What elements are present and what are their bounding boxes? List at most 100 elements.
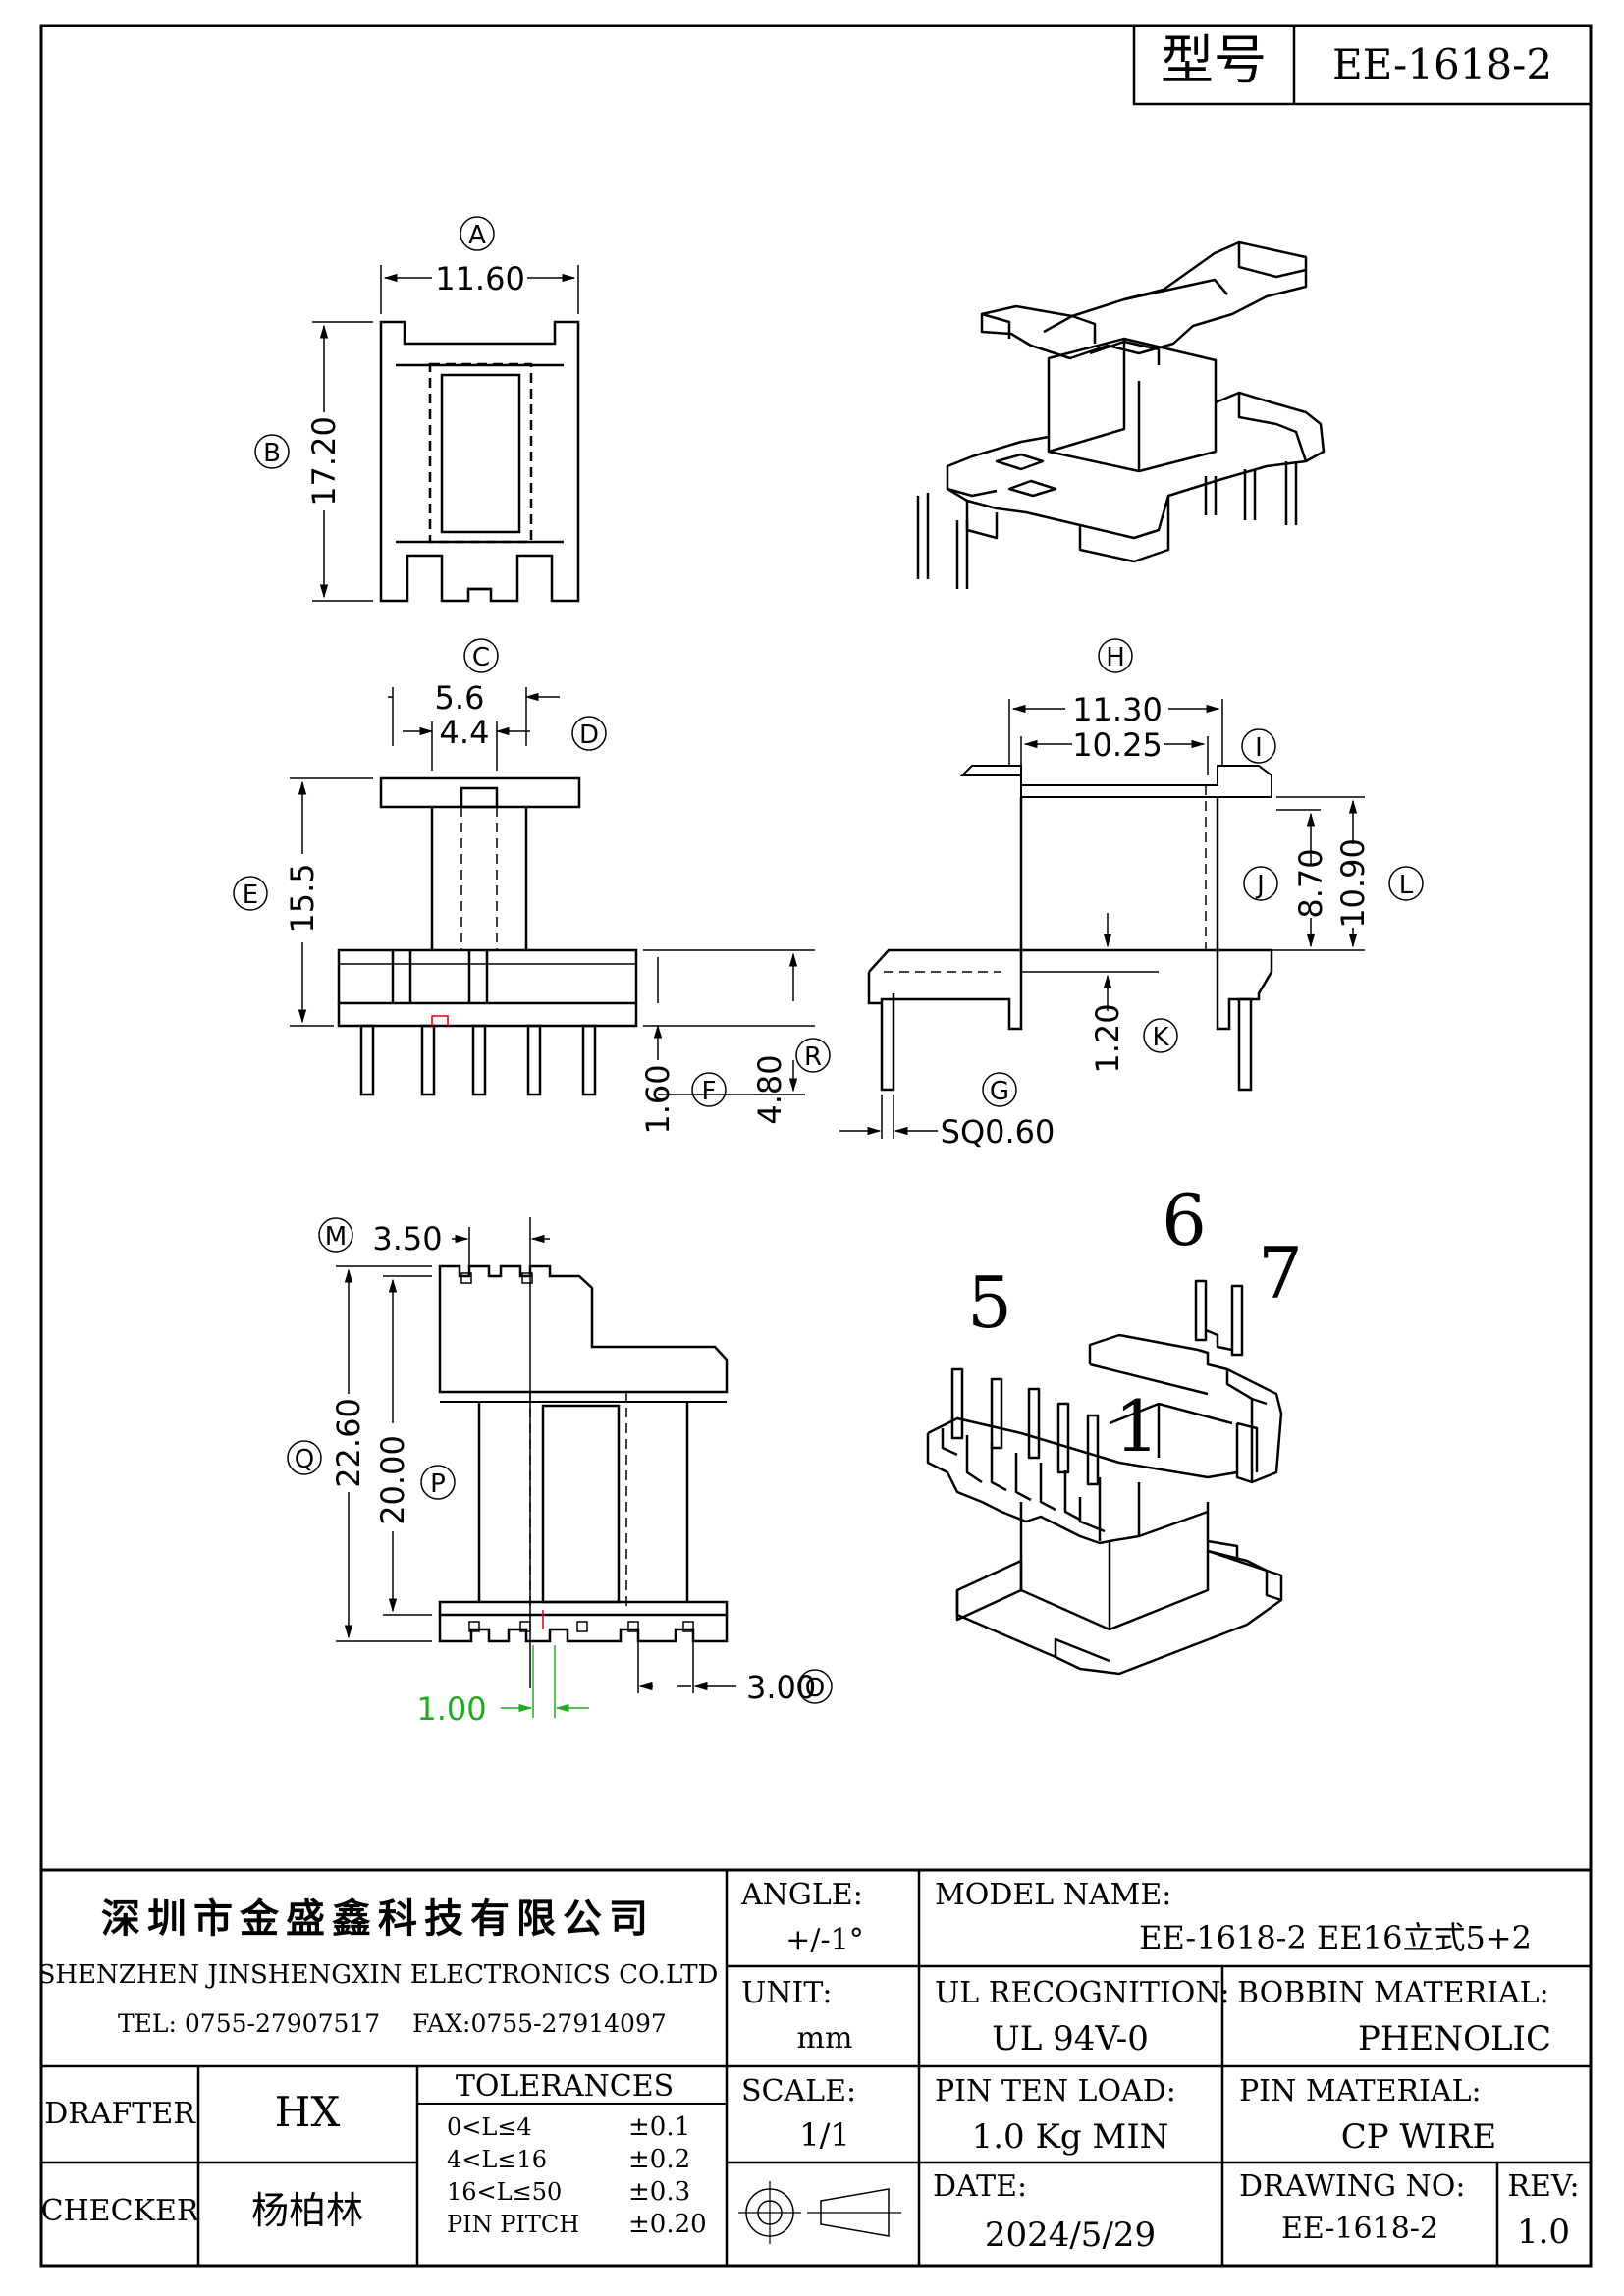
dim-B-value: 17.20 (305, 416, 343, 507)
pin-material-label: PIN MATERIAL: (1239, 2074, 1482, 2109)
callout-F: F (702, 1077, 717, 1106)
callout-R: R (804, 1042, 822, 1072)
dim-F-value: 1.60 (639, 1064, 677, 1134)
dim-C-value: 5.6 (435, 679, 485, 717)
tol-value-2: ±0.2 (628, 2145, 690, 2174)
dim-G-value: SQ0.60 (941, 1113, 1056, 1150)
front-red-mark (431, 1015, 449, 1026)
callout-C: C (472, 643, 490, 672)
iso-view-top (916, 240, 1326, 589)
callout-B: B (263, 439, 281, 468)
checker-value: 杨柏林 (251, 2189, 363, 2232)
dim-B: 17.20 B (254, 321, 373, 602)
dim-M: 3.50 M (318, 1217, 550, 1266)
dim-E: 15.5 E (233, 777, 373, 1027)
dim-J-value: 8.70 (1292, 848, 1329, 918)
dim-A: 11.60 A (380, 216, 579, 314)
pin-label-1: 1 (1114, 1385, 1160, 1468)
scale-label: SCALE: (741, 2074, 856, 2109)
dim-G: SQ0.60 G (839, 1072, 1056, 1150)
dim-Q-P: 22.60 20.00 Q P (287, 1265, 456, 1642)
tol-value-4: ±0.20 (628, 2210, 707, 2239)
callout-M: M (325, 1222, 347, 1252)
top-view (379, 320, 580, 603)
ul-label: UL RECOGNITION: (935, 1976, 1230, 2010)
dim-C-D: 5.6 4.4 C D (388, 638, 607, 771)
callout-Q: Q (295, 1445, 314, 1474)
model-title-block: 型号 EE-1618-2 (1132, 24, 1593, 106)
callout-L: L (1399, 871, 1414, 900)
title-block (41, 1868, 1591, 2266)
dim-R-value: 4.80 (751, 1054, 788, 1124)
pin-label-6: 6 (1162, 1179, 1207, 1261)
date-label: DATE: (933, 2169, 1027, 2204)
rev-value: 1.0 (1517, 2213, 1570, 2252)
dim-F-R: 1.60 F 4.80 R (639, 949, 831, 1135)
callout-E: E (243, 881, 258, 910)
drawing-no-value: EE-1618-2 (1281, 2212, 1438, 2246)
sheet-border (39, 24, 1593, 2268)
side-view (867, 765, 1273, 1092)
callout-H: H (1106, 643, 1125, 672)
pin-load-value: 1.0 Kg MIN (972, 2117, 1169, 2157)
bobbin-material-value: PHENOLIC (1358, 2019, 1551, 2058)
callout-D: D (579, 721, 599, 750)
dim-A-value: 11.60 (435, 260, 525, 297)
tol-value-3: ±0.3 (628, 2177, 690, 2207)
pin-material-value: CP WIRE (1341, 2117, 1497, 2157)
pin-label-7: 7 (1258, 1232, 1303, 1314)
dim-H-value: 11.30 (1072, 691, 1163, 728)
callout-A: A (468, 221, 486, 250)
drafter-label: DRAFTER (44, 2097, 196, 2131)
iso-view-bottom (926, 1279, 1283, 1676)
ul-value: UL 94V-0 (992, 2019, 1149, 2058)
drawing-no-label: DRAWING NO: (1239, 2169, 1465, 2204)
unit-value: mm (797, 2021, 853, 2056)
dim-N: 1.00 (416, 1645, 589, 1728)
dim-K-value: 1.20 (1089, 1003, 1126, 1073)
dim-L-value: 10.90 (1334, 838, 1372, 929)
date-value: 2024/5/29 (985, 2216, 1156, 2255)
dim-I-value: 10.25 (1072, 726, 1163, 764)
dim-M-value: 3.50 (372, 1220, 442, 1257)
angle-value: +/-1° (785, 1923, 863, 1957)
callout-G: G (990, 1077, 1009, 1106)
company-fax: FAX:0755-27914097 (412, 2009, 667, 2038)
callout-I: I (1255, 733, 1263, 763)
tolerances-title: TOLERANCES (456, 2069, 674, 2104)
dim-J-L-K: 8.70 10.90 J L 1.20 K (1021, 796, 1424, 1074)
dim-P-value: 20.00 (374, 1435, 411, 1525)
tol-range-4: PIN PITCH (447, 2211, 579, 2238)
bobbin-material-label: BOBBIN MATERIAL: (1237, 1976, 1549, 2010)
checker-label: CHECKER (41, 2194, 200, 2228)
tol-value-1: ±0.1 (628, 2112, 690, 2142)
dim-H-I: 11.30 10.25 H I (1008, 638, 1276, 775)
pin-load-label: PIN TEN LOAD: (935, 2074, 1176, 2109)
company-name-cn: 深圳市金盛鑫科技有限公司 (101, 1896, 655, 1942)
callout-J: J (1255, 871, 1265, 900)
front-view (337, 776, 638, 1096)
model-title-value: EE-1618-2 (1332, 40, 1552, 88)
bottom-view (438, 1217, 729, 1688)
tol-range-1: 0<L≤4 (447, 2113, 532, 2141)
dim-E-value: 15.5 (284, 863, 321, 933)
callout-K: K (1152, 1023, 1169, 1052)
pin-label-5: 5 (967, 1261, 1012, 1344)
dim-N-value: 1.00 (416, 1690, 486, 1728)
tol-range-3: 16<L≤50 (447, 2178, 562, 2206)
unit-label: UNIT: (741, 1976, 832, 2010)
tol-range-2: 4<L≤16 (447, 2146, 547, 2173)
company-tel: TEL: 0755-27907517 (118, 2009, 380, 2038)
drafter-value: HX (275, 2088, 341, 2136)
angle-label: ANGLE: (740, 1878, 863, 1912)
dim-O: 3.00 O (637, 1641, 833, 1706)
dim-C-inner-value: 4.4 (440, 714, 490, 751)
model-name-value: EE-1618-2 EE16立式5+2 (1139, 1919, 1532, 1956)
model-name-label: MODEL NAME: (935, 1878, 1171, 1912)
rev-label: REV: (1507, 2169, 1579, 2204)
dim-Q-value: 22.60 (330, 1398, 367, 1488)
scale-value: 1/1 (799, 2116, 850, 2154)
model-title-label: 型号 (1161, 29, 1267, 91)
callout-P: P (430, 1469, 446, 1499)
